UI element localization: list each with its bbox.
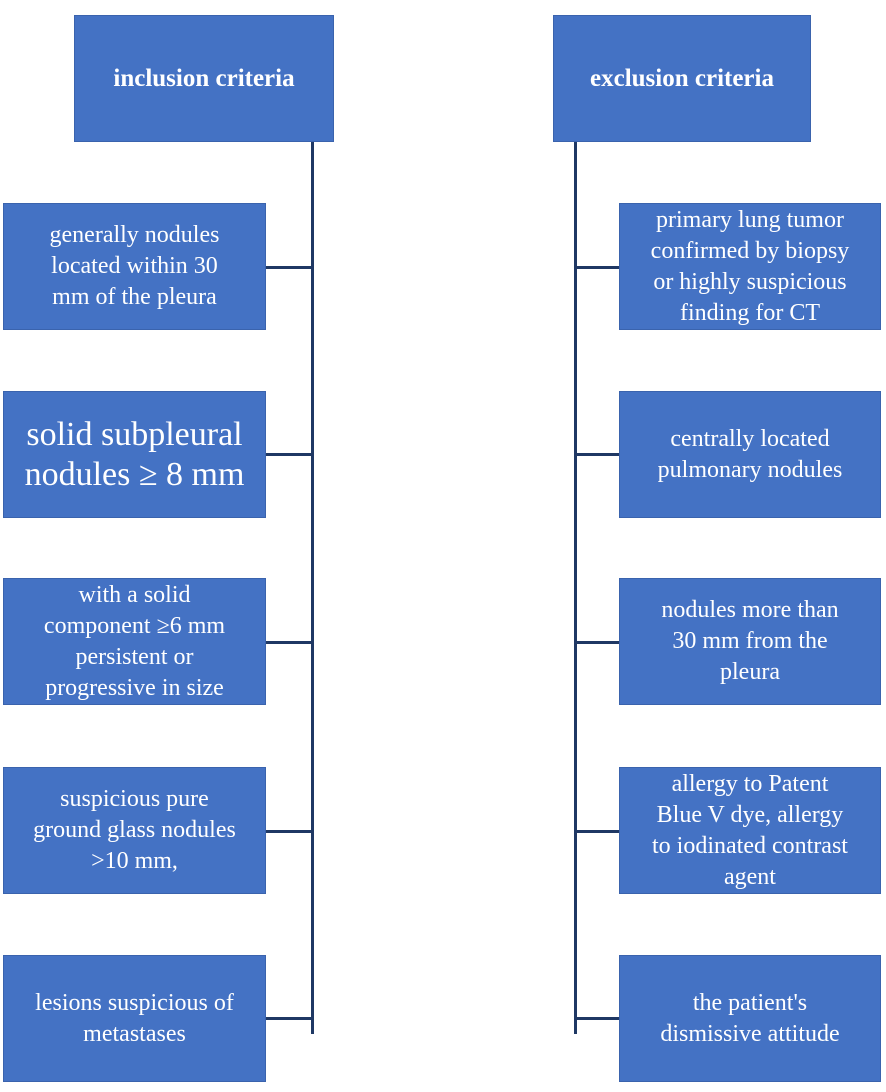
inclusion-box-3: with a solid component ≥6 mm persistent … xyxy=(3,578,266,705)
inclusion-item-1: generally nodules located within 30 mm o… xyxy=(49,222,220,310)
inclusion-header: inclusion criteria xyxy=(74,15,334,142)
inclusion-title: inclusion criteria xyxy=(113,64,295,92)
exclusion-item-3: nodules more than 30 mm from the pleura xyxy=(661,597,839,685)
inclusion-box-1: generally nodules located within 30 mm o… xyxy=(3,203,266,330)
exclusion-connector-1 xyxy=(574,266,619,269)
exclusion-item-4: allergy to Patent Blue V dye, allergy to… xyxy=(652,770,848,890)
exclusion-item-1: primary lung tumor confirmed by biopsy o… xyxy=(650,206,850,326)
inclusion-box-5: lesions suspicious of metastases xyxy=(3,955,266,1082)
exclusion-box-5: the patient's dismissive attitude xyxy=(619,955,881,1082)
exclusion-item-2: centrally located pulmonary nodules xyxy=(657,425,843,483)
inclusion-trunk-line xyxy=(311,142,314,1034)
exclusion-connector-4 xyxy=(574,830,619,833)
inclusion-item-5: lesions suspicious of metastases xyxy=(35,989,234,1047)
exclusion-box-4: allergy to Patent Blue V dye, allergy to… xyxy=(619,767,881,894)
exclusion-connector-3 xyxy=(574,641,619,644)
inclusion-item-4: suspicious pure ground glass nodules >10… xyxy=(33,786,236,874)
exclusion-connector-5 xyxy=(574,1017,619,1020)
inclusion-connector-1 xyxy=(266,266,314,269)
inclusion-box-2: solid subpleural nodules ≥ 8 mm xyxy=(3,391,266,518)
exclusion-trunk-line xyxy=(574,142,577,1034)
exclusion-header: exclusion criteria xyxy=(553,15,811,142)
inclusion-connector-5 xyxy=(266,1017,314,1020)
inclusion-connector-4 xyxy=(266,830,314,833)
inclusion-item-3: with a solid component ≥6 mm persistent … xyxy=(43,581,226,701)
inclusion-item-2: solid subpleural nodules ≥ 8 mm xyxy=(24,415,245,493)
inclusion-box-4: suspicious pure ground glass nodules >10… xyxy=(3,767,266,894)
inclusion-connector-3 xyxy=(266,641,314,644)
exclusion-item-5: the patient's dismissive attitude xyxy=(660,989,840,1047)
exclusion-connector-2 xyxy=(574,453,619,456)
inclusion-connector-2 xyxy=(266,453,314,456)
exclusion-title: exclusion criteria xyxy=(590,64,774,92)
exclusion-box-1: primary lung tumor confirmed by biopsy o… xyxy=(619,203,881,330)
exclusion-box-3: nodules more than 30 mm from the pleura xyxy=(619,578,881,705)
exclusion-box-2: centrally located pulmonary nodules xyxy=(619,391,881,518)
